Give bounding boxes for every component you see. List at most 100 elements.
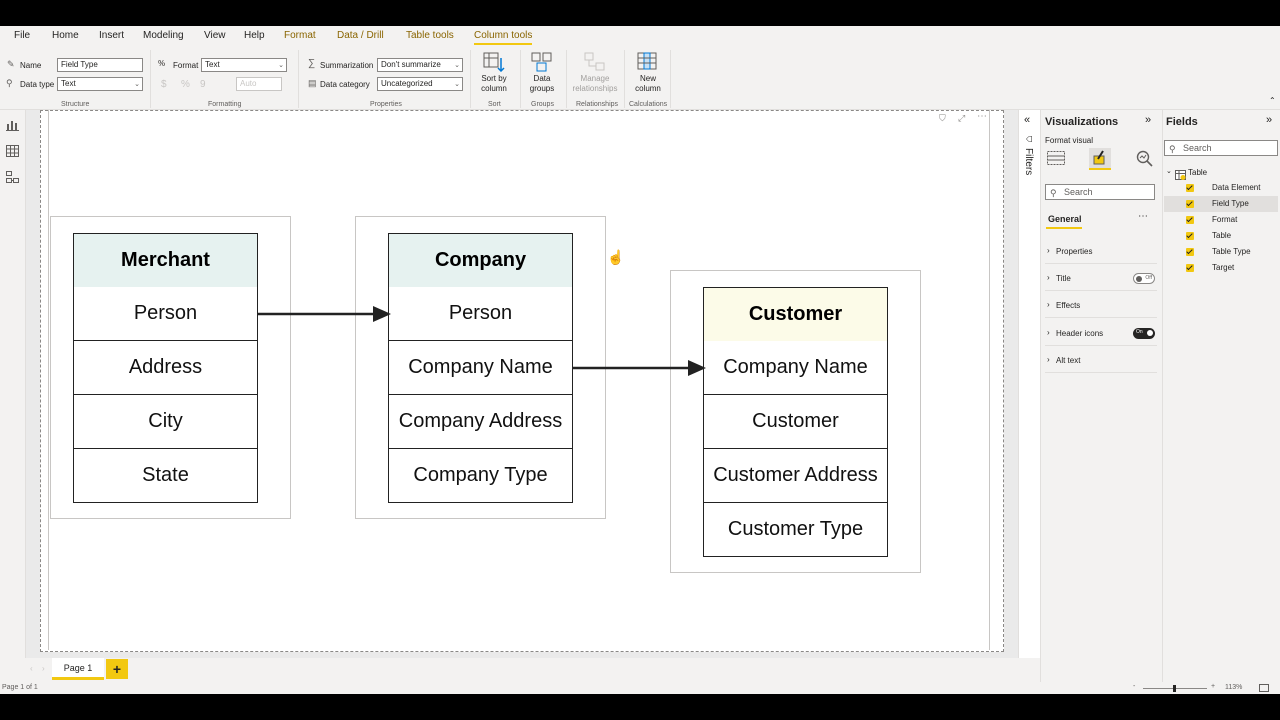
header-icons-toggle[interactable]: On [1133,328,1155,339]
checkbox-checked-icon[interactable] [1186,232,1194,240]
company-row-company-name: Company Name [388,341,573,395]
section-alt-text[interactable]: › Alt text [1045,349,1157,373]
tab-insert[interactable]: Insert [99,30,125,41]
next-page-icon[interactable]: › [42,664,45,673]
currency-button[interactable]: $ [161,79,167,90]
prev-page-icon[interactable]: ‹ [30,664,33,673]
page-tab-page-1[interactable]: Page 1 [52,658,104,680]
field-format[interactable]: Format [1164,212,1278,228]
fields-search-placeholder: Search [1183,143,1212,153]
new-column-button[interactable]: New column [628,74,668,94]
checkbox-checked-icon[interactable] [1186,248,1194,256]
tab-home[interactable]: Home [52,30,79,41]
company-row-person: Person [388,287,573,341]
tab-table-tools[interactable]: Table tools [406,30,454,41]
section-header-icons[interactable]: › Header icons On [1045,322,1157,346]
tab-view[interactable]: View [204,30,226,41]
field-data-element[interactable]: Data Element [1164,180,1278,196]
filter-icon[interactable]: ⛉ [939,113,946,123]
field-target[interactable]: Target [1164,260,1278,276]
checkbox-checked-icon[interactable] [1186,200,1194,208]
structure-group-label: Structure [61,101,90,108]
summarization-label: Summarization [320,61,374,70]
percent-button[interactable]: % [181,79,190,90]
more-options-icon[interactable]: ⋯ [977,111,987,122]
tab-modeling[interactable]: Modeling [143,30,184,41]
field-label: Data Element [1212,183,1261,192]
header-icons-toggle-text: On [1136,329,1143,335]
field-table-type[interactable]: Table Type [1164,244,1278,260]
zoom-slider-thumb[interactable] [1173,685,1176,692]
tab-data-drill[interactable]: Data / Drill [337,30,384,41]
data-category-label: Data category [320,80,370,89]
collapse-ribbon-icon[interactable]: ⌃ [1269,96,1276,105]
table-node[interactable]: ⌄ Table [1164,164,1278,180]
checkbox-checked-icon[interactable] [1186,216,1194,224]
chevron-right-icon: › [1047,246,1050,255]
data-groups-icon[interactable] [531,52,553,77]
checkbox-checked-icon[interactable] [1186,184,1194,192]
collapse-visualizations-icon[interactable]: » [1145,114,1152,126]
section-effects[interactable]: › Effects [1045,294,1157,318]
field-table[interactable]: Table [1164,228,1278,244]
field-label: Table [1212,231,1232,240]
merchant-row-address: Address [73,341,258,395]
name-field[interactable]: Field Type [57,58,143,72]
filters-pane-collapsed[interactable] [1018,110,1040,658]
tab-column-tools[interactable]: Column tools [474,30,533,45]
format-select[interactable]: Text ⌄ [201,58,287,72]
group-divider [670,50,671,108]
add-page-button[interactable]: + [106,659,128,679]
title-toggle[interactable]: Off [1133,273,1155,284]
toggle-knob [1147,330,1153,336]
format-visual-tab[interactable] [1089,148,1111,170]
sort-by-column-icon[interactable] [483,52,505,77]
fields-title: Fields [1166,116,1198,128]
decimal-places-field[interactable]: Auto [236,77,282,91]
build-visual-icon[interactable] [1047,151,1065,170]
chevron-down-icon: ⌄ [134,81,140,88]
collapse-fields-icon[interactable]: » [1266,114,1273,126]
data-groups-line1: Data [533,74,551,83]
sort-by-column-button[interactable]: Sort by column [474,74,514,94]
manage-relationships-icon[interactable] [584,52,606,77]
zoom-level: 113% [1225,684,1243,691]
comma-button[interactable]: 9 [200,79,206,90]
visualizations-search-input[interactable]: ⚲ Search [1045,184,1155,200]
section-title[interactable]: › Title Off [1045,267,1157,291]
field-label: Format [1212,215,1238,224]
tab-file[interactable]: File [14,30,31,41]
tab-format[interactable]: Format [284,30,316,41]
data-type-select[interactable]: Text ⌄ [57,77,143,91]
data-view-icon[interactable] [6,144,19,162]
groups-group-label: Groups [531,101,554,108]
expand-filters-icon[interactable]: « [1024,114,1031,126]
more-options-icon[interactable]: ⋯ [1138,211,1148,222]
data-groups-button[interactable]: Data groups [522,74,562,94]
zoom-in-button[interactable]: + [1211,683,1216,690]
manage-relationships-line1: Manage [580,74,610,83]
customer-row-company-name: Company Name [703,341,888,395]
zoom-out-button[interactable]: - [1133,683,1136,690]
data-type-icon: ⚲ [6,78,13,88]
manage-relationships-button[interactable]: Manage relationships [570,74,620,94]
fields-search-input[interactable]: ⚲ Search [1164,140,1278,156]
general-tab[interactable]: General [1048,214,1082,224]
focus-mode-icon[interactable]: ⤢ [958,113,966,123]
summarization-select[interactable]: Don't summarize ⌄ [377,58,463,72]
filters-label[interactable]: Filters [1023,148,1034,176]
report-view-icon[interactable] [6,118,19,136]
visualizations-search-placeholder: Search [1064,187,1093,197]
new-column-icon[interactable] [637,52,659,77]
customer-row-customer: Customer [703,395,888,449]
field-field-type[interactable]: Field Type [1164,196,1278,212]
fit-to-page-icon[interactable] [1259,684,1269,692]
section-properties[interactable]: › Properties [1045,240,1157,264]
pencil-icon: ✎ [7,59,15,69]
data-category-select[interactable]: Uncategorized ⌄ [377,77,463,91]
selected-visual-frame[interactable] [48,110,990,650]
checkbox-checked-icon[interactable] [1186,264,1194,272]
tab-help[interactable]: Help [244,30,265,41]
analytics-icon[interactable] [1136,150,1153,172]
model-view-icon[interactable] [6,170,19,188]
